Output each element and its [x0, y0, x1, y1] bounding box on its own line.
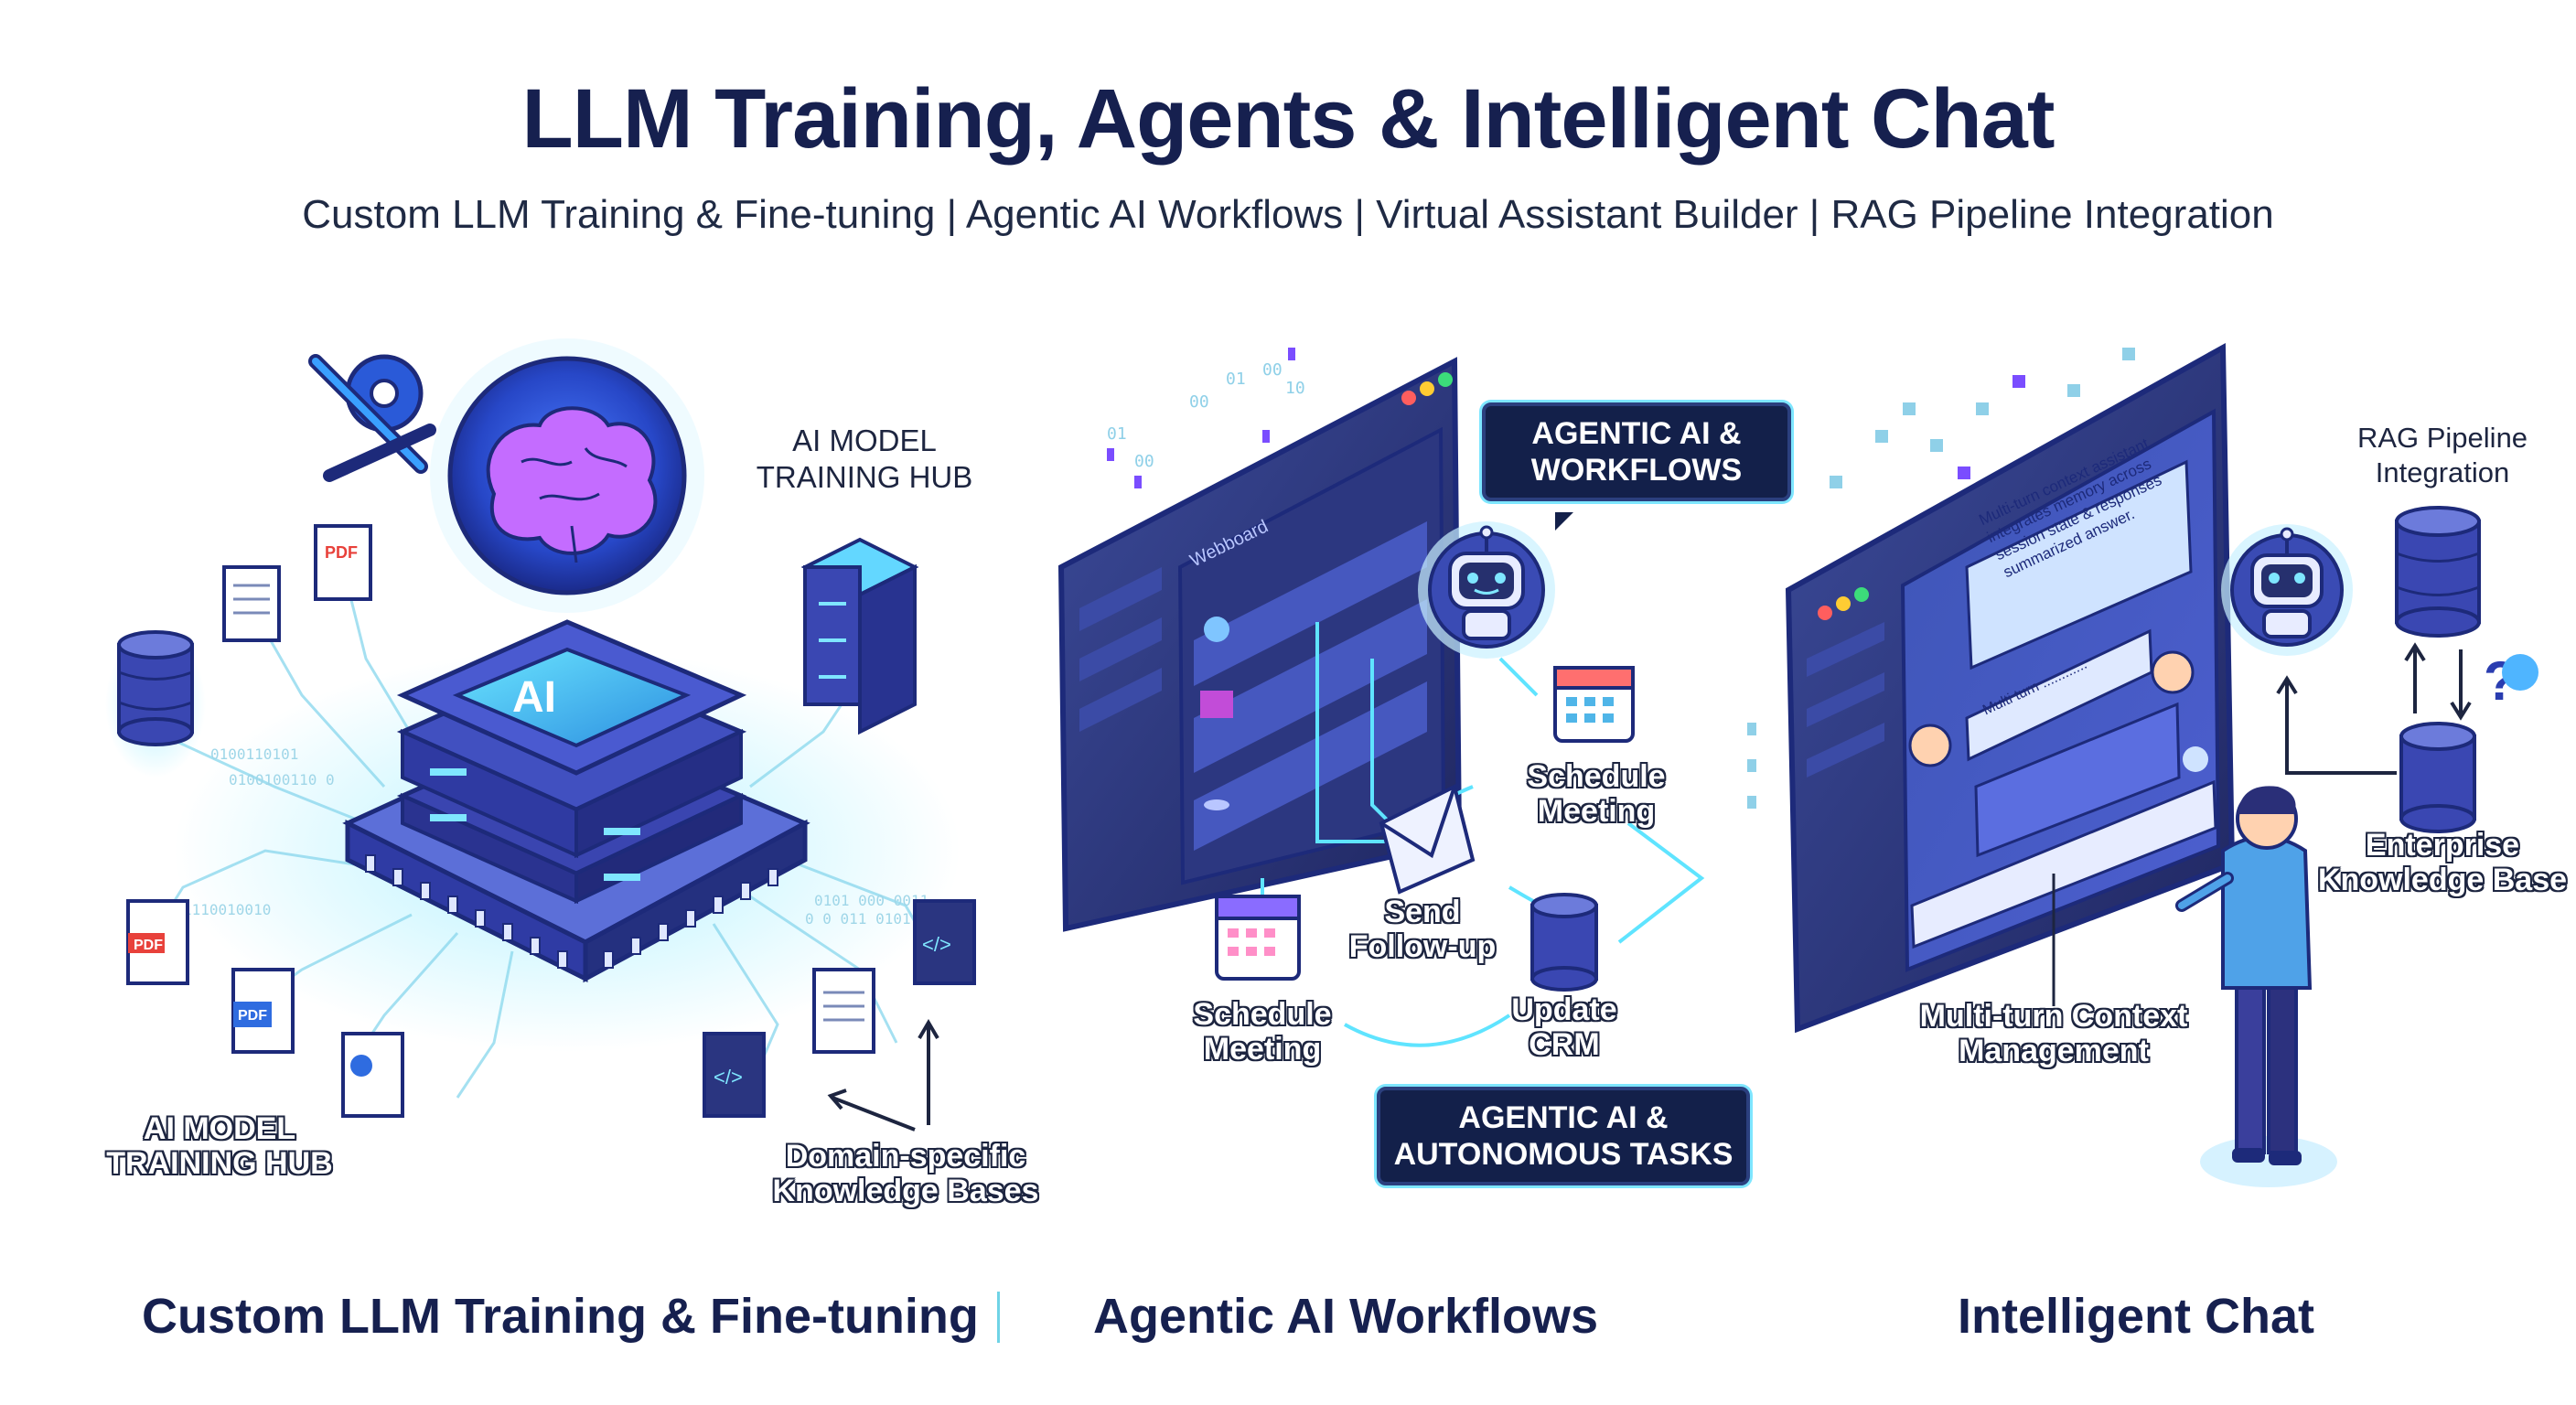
- person-figure: [2175, 786, 2337, 1187]
- footer-divider: [997, 1292, 1000, 1343]
- assistant-avatar-icon: [2151, 650, 2195, 694]
- enterprise-kb-label: Enterprise Knowledge Base: [2317, 828, 2568, 897]
- document-icon: [222, 565, 281, 642]
- pdf-text-3: PDF: [238, 1008, 267, 1024]
- agent-window-sidebar: [1079, 567, 1162, 732]
- svg-text:0100110101: 0100110101: [210, 745, 298, 763]
- send-followup-label: Send Follow-up: [1348, 895, 1497, 964]
- ai-chip-top: [452, 647, 692, 748]
- envelope-icon: [1379, 784, 1476, 895]
- ai-chip-text: AI: [512, 673, 556, 722]
- page-title: LLM Training, Agents & Intelligent Chat: [521, 72, 2055, 166]
- question-icon: ?: [2484, 650, 2538, 712]
- send-icon: [2183, 746, 2208, 772]
- agentic-workflows-badge: AGENTIC AI & WORKFLOWS: [1482, 402, 1791, 501]
- chat-section: ?: [1747, 342, 2538, 1187]
- circuit-lines: [135, 585, 944, 1099]
- binary-scatter: 0100110101 0100100110 0 0 0 011 0101 010…: [183, 745, 928, 928]
- code-file-icon: </>: [703, 1032, 766, 1118]
- chat-sidebar: [1807, 622, 1884, 778]
- pdf-file-icon-2: PDF: [126, 899, 189, 985]
- rag-database-icon: [2395, 506, 2481, 638]
- code-text-1: </>: [714, 1066, 743, 1089]
- footer-agentic: Agentic AI Workflows: [1093, 1289, 1599, 1344]
- schedule-meeting-bottom-label: Schedule Meeting: [1193, 997, 1332, 1067]
- schedule-meeting-top-label: Schedule Meeting: [1527, 759, 1666, 829]
- footer-training: Custom LLM Training & Fine-tuning: [142, 1289, 979, 1344]
- svg-text:0100100110 0: 0100100110 0: [229, 771, 335, 788]
- user-card: [1194, 521, 1427, 686]
- floating-pixels: [1747, 348, 2135, 809]
- code-file-icon-2: </>: [913, 899, 976, 985]
- window-dot-green: [1438, 372, 1453, 387]
- doc-file-icon: [812, 968, 875, 1054]
- pdf-text-2: PDF: [134, 938, 163, 953]
- media-file-icon: [341, 1032, 404, 1118]
- assistant-robot-icon: [2221, 524, 2353, 656]
- kb-database-icon: [2399, 722, 2476, 833]
- svg-text:01: 01: [1226, 370, 1246, 389]
- brain-icon: [486, 406, 658, 563]
- rag-pipeline-label: RAG Pipeline Integration: [2356, 422, 2528, 488]
- layer-2-side-r: [574, 728, 743, 859]
- hub-label-top: AI MODEL TRAINING HUB: [756, 424, 973, 494]
- domain-arrows: [827, 1019, 939, 1132]
- calendar-icon-bottom: [1215, 895, 1301, 981]
- agentic-autonomous-badge: AGENTIC AI & AUTONOMOUS TASKS: [1377, 1087, 1750, 1185]
- training-section: 0100110101 0100100110 0 0 0 011 0101 010…: [105, 338, 976, 1132]
- crm-database-icon: [1530, 893, 1598, 992]
- settings-tools-icon: [308, 354, 436, 482]
- data-bits: [1107, 348, 1295, 488]
- calendar-icon-top: [1553, 666, 1635, 743]
- chat-input-box: [1910, 779, 2217, 949]
- svg-text:10: 10: [1285, 379, 1305, 398]
- context-management-label: Multi-turn Context Management: [1919, 999, 2188, 1068]
- code-text-2: </>: [922, 933, 951, 956]
- window-dot-red: [1401, 391, 1416, 405]
- svg-text:0101 000 0011: 0101 000 0011: [814, 892, 928, 909]
- chat-dot-green: [1854, 587, 1869, 602]
- svg-text:01: 01: [1107, 424, 1127, 444]
- hub-label-bottom: AI MODEL TRAINING HUB: [106, 1111, 333, 1181]
- chat-bubble-reply: [1974, 702, 2181, 858]
- page-subtitle: Custom LLM Training & Fine-tuning | Agen…: [302, 192, 2274, 237]
- rag-arrows: [2276, 642, 2472, 775]
- footer-chat: Intelligent Chat: [1958, 1289, 2314, 1344]
- server-rack-icon: [800, 537, 919, 735]
- update-crm-label: Update CRM: [1511, 992, 1617, 1062]
- svg-text:0 0 011 0101: 0 0 011 0101: [805, 910, 911, 928]
- database-icon: [105, 630, 206, 778]
- chat-bubble-bot: [1965, 459, 2193, 670]
- pdf-file-icon: PDF: [314, 524, 372, 601]
- badge-pointer: [1555, 512, 1573, 531]
- layer-leds: [430, 768, 640, 881]
- mail-card: [1194, 599, 1427, 773]
- pdf-file-icon-3: PDF: [231, 968, 295, 1054]
- svg-text:00: 00: [1189, 392, 1209, 412]
- svg-text:1110010010: 1110010010: [183, 901, 271, 918]
- svg-text:00: 00: [1134, 452, 1154, 471]
- chip-pins: [365, 854, 778, 969]
- chat-dot-red: [1818, 606, 1832, 620]
- agent-robot-icon: [1418, 521, 1555, 659]
- pdf-text-1: PDF: [325, 543, 358, 562]
- window-dot-yellow: [1420, 381, 1434, 396]
- user-avatar-icon: [1908, 724, 1952, 767]
- svg-text:00: 00: [1262, 360, 1283, 380]
- db-card: [1194, 681, 1427, 851]
- chat-dot-yellow: [1836, 596, 1851, 611]
- domain-knowledge-label: Domain-specific Knowledge Bases: [772, 1139, 1039, 1208]
